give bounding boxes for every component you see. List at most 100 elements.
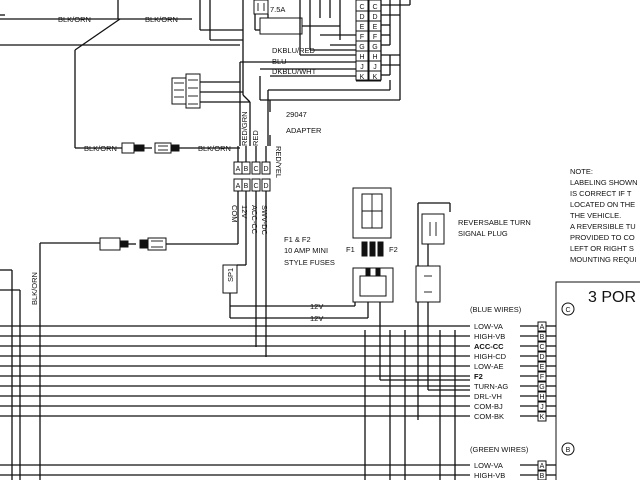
- bus-pin-box: [537, 361, 547, 372]
- fuse-title-2: 10 AMP MINI: [284, 246, 328, 255]
- top-block-pin-right: G: [372, 44, 377, 51]
- top-left-wiring: BLK/ORN BLK/ORN: [0, 0, 265, 149]
- top-block-pin-left: G: [359, 44, 364, 51]
- fuse-f1-label: F1: [346, 245, 355, 254]
- bus-pin-letter: J: [540, 404, 544, 411]
- adapter-out-12v: 12V: [240, 205, 249, 218]
- bus-pin-box: [537, 331, 547, 342]
- bus-pin-box: [537, 371, 547, 382]
- fuse-title-1: F1 & F2: [284, 235, 311, 244]
- blue-group-title: (BLUE WIRES): [470, 305, 522, 314]
- fuse-7-5a: 7.5A: [253, 0, 340, 35]
- bus-pin-letter: K: [540, 414, 545, 421]
- top-block-pin-left: C: [359, 4, 364, 11]
- top-block-pin-right: C: [372, 4, 377, 11]
- bus-pin-letter: F: [540, 374, 544, 381]
- bus-pin-box: [537, 381, 547, 392]
- adapter-bottom-pin-letter: A: [236, 183, 241, 190]
- bus-pin-box: [537, 341, 547, 352]
- bus-wire-label: HIGH-VB: [474, 471, 505, 480]
- bus-wire-label: LOW-VA: [474, 322, 503, 331]
- bus-pin-letter: E: [540, 364, 545, 371]
- top-block-pin-left: J: [360, 64, 364, 71]
- harness-connector-upper: [171, 73, 250, 109]
- blk-orn-right-label: BLK/ORN: [198, 144, 231, 153]
- top-block-pin-right: F: [373, 34, 377, 41]
- adapter-bottom-pin-letter: D: [263, 183, 268, 190]
- bus-wire-label: ACC-CC: [474, 342, 504, 351]
- vertical-blk-orn-label: BLK/ORN: [30, 272, 39, 305]
- adapter-wire-red-yel: RED/YEL: [274, 146, 283, 178]
- adapter-top-pin-letter: B: [244, 166, 249, 173]
- adapter-top-pin-letter: C: [253, 166, 258, 173]
- bus-wire-label: HIGH-CD: [474, 352, 507, 361]
- note-line: LABELING SHOWN: [570, 178, 638, 187]
- bus-wire-label: LOW-VA: [474, 461, 503, 470]
- bus-wire-label: HIGH-VB: [474, 332, 505, 341]
- top-block-pin-right: E: [373, 24, 378, 31]
- note-line: A REVERSIBLE TU: [570, 222, 636, 231]
- bus-pin-letter: G: [539, 384, 544, 391]
- bus-pin-box: [537, 321, 547, 332]
- wire-label-dkblu-red: DKBLU/RED: [272, 46, 316, 55]
- top-block-pin-right: H: [372, 54, 377, 61]
- ground-connector: BLK/ORN: [0, 222, 239, 480]
- bus-wire-label: LOW-AE: [474, 362, 503, 371]
- green-group-title: (GREEN WIRES): [470, 445, 529, 454]
- adapter-number: 29047: [286, 110, 307, 119]
- adapter-bottom-pin-letter: C: [253, 183, 258, 190]
- note-line: IS CORRECT IF T: [570, 189, 632, 198]
- bus-pin-box: [537, 411, 547, 422]
- port-header: 3 POR: [588, 289, 636, 306]
- fuse-f2-label: F2: [389, 245, 398, 254]
- mini-fuse-holder: F1 F2 F1 & F2 10 AMP MINI STYLE FUSES: [284, 187, 470, 381]
- sp1-label: SP1: [226, 268, 235, 282]
- adapter-bottom-pin-letter: B: [244, 183, 249, 190]
- bus-wire-label: DRL-VH: [474, 392, 502, 401]
- green-wire-bus: LOW-VAAAHIGH-VBBB: [0, 454, 640, 480]
- v12-line-2: 12V: [310, 314, 323, 323]
- bus-wire-label: TURN-AG: [474, 382, 508, 391]
- adapter-wire-red-grn: RED/GRN: [240, 111, 249, 146]
- bus-pin-box: [537, 351, 547, 362]
- bus-wire-label: COM-BJ: [474, 402, 503, 411]
- blk-orn-label-a: BLK/ORN: [58, 15, 91, 24]
- note-line: NOTE:: [570, 167, 593, 176]
- blk-orn-label-b: BLK/ORN: [145, 15, 178, 24]
- adapter-top-pin-letter: D: [263, 166, 268, 173]
- note-line: LOCATED ON THE: [570, 200, 635, 209]
- note-line: PROVIDED TO CO: [570, 233, 635, 242]
- reversible-turn-plug: REVERSABLE TURN SIGNAL PLUG: [415, 202, 531, 420]
- note-line: LEFT OR RIGHT S: [570, 244, 634, 253]
- bus-pin-box: [537, 391, 547, 402]
- top-block-pin-left: E: [360, 24, 365, 31]
- top-block-pin-left: D: [359, 14, 364, 21]
- bus-wire-label: F2: [474, 372, 483, 381]
- bus-pin-letter: A: [540, 324, 545, 331]
- wire-label-dkblu-wht: DKBLU/WHT: [272, 67, 317, 76]
- adapter-out-acc-cc: ACC-CC: [250, 205, 259, 235]
- note-line: MOUNTING REQUI: [570, 255, 637, 264]
- bus-pin-letter: B: [540, 473, 545, 480]
- top-block-pin-right: D: [372, 14, 377, 21]
- bus-pin-letter: H: [539, 394, 544, 401]
- blue-wire-bus: LOW-VAAAHIGH-VBBBACC-CCCCHIGH-CDDDLOW-AE…: [0, 315, 640, 480]
- top-block-pin-left: F: [360, 34, 364, 41]
- fuse-rating-label: 7.5A: [270, 5, 285, 14]
- adapter-name: ADAPTER: [286, 126, 322, 135]
- fuse-title-3: STYLE FUSES: [284, 258, 335, 267]
- bus-pin-box: [537, 401, 547, 412]
- bus-wire-label: COM-BK: [474, 412, 504, 421]
- blk-orn-left-label: BLK/ORN: [84, 144, 117, 153]
- top-block-pin-left: H: [359, 54, 364, 61]
- adapter-top-pin-letter: A: [236, 166, 241, 173]
- top-block-pin-left: K: [360, 74, 365, 81]
- bus-pin-letter: D: [539, 354, 544, 361]
- top-block-pin-right: K: [373, 74, 378, 81]
